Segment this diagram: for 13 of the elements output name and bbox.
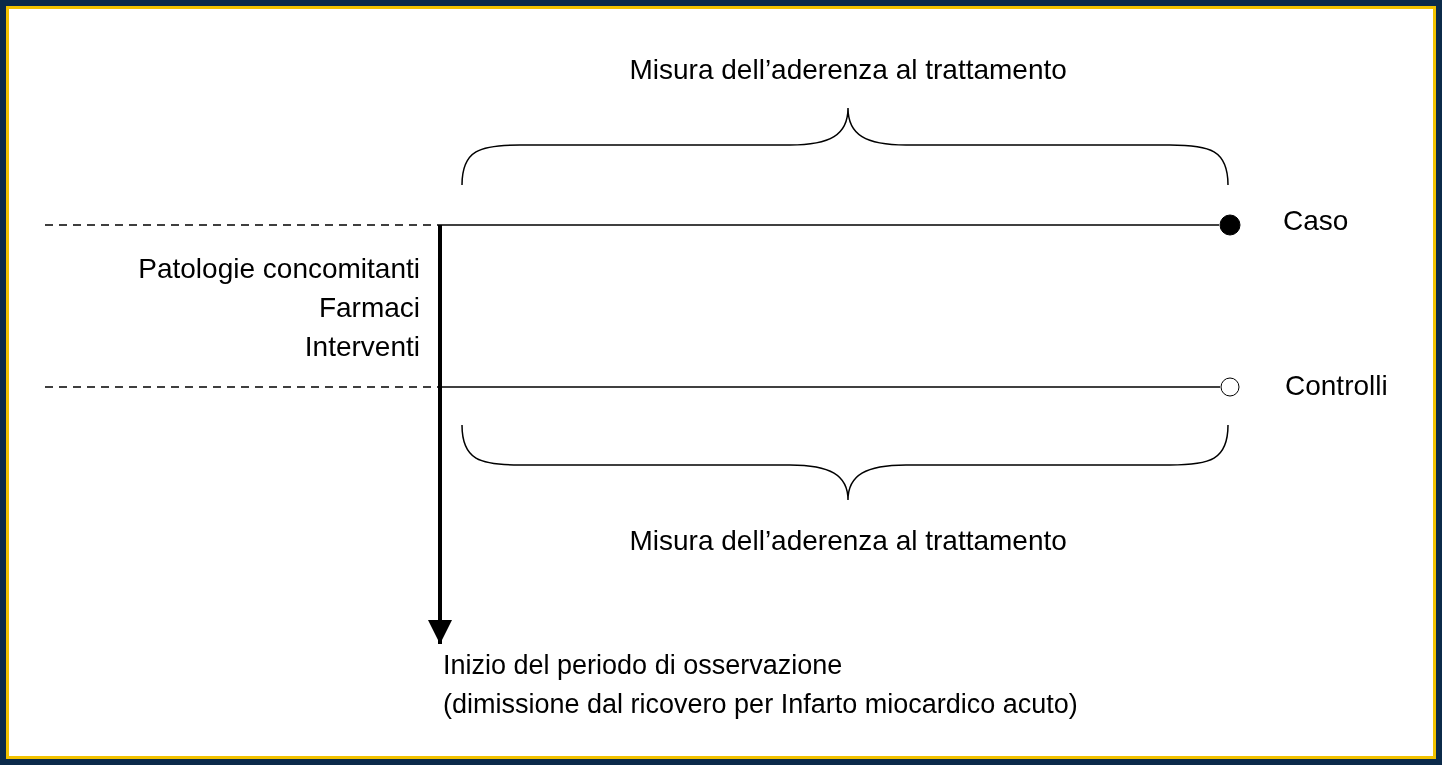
- filled-dot: [1219, 214, 1241, 236]
- annotation-text: Farmaci: [317, 291, 420, 325]
- row-label: Caso: [1283, 204, 1349, 238]
- row-label: Controlli: [1285, 369, 1388, 403]
- annotation-text: Patologie concomitanti: [137, 252, 420, 286]
- timeline-line: [439, 224, 1220, 226]
- annotation-text: Misura dell’aderenza al trattamento: [629, 524, 1067, 558]
- annotation-text: Misura dell’aderenza al trattamento: [629, 53, 1067, 87]
- annotation-text: Interventi: [303, 330, 420, 364]
- timeline-line: [439, 386, 1221, 388]
- arrow: [428, 225, 452, 644]
- open-circle: [1220, 377, 1240, 397]
- caption-text: Inizio del periodo di osservazione (dimissione dal ricovero per Infarto miocardico acuto): [443, 646, 1243, 724]
